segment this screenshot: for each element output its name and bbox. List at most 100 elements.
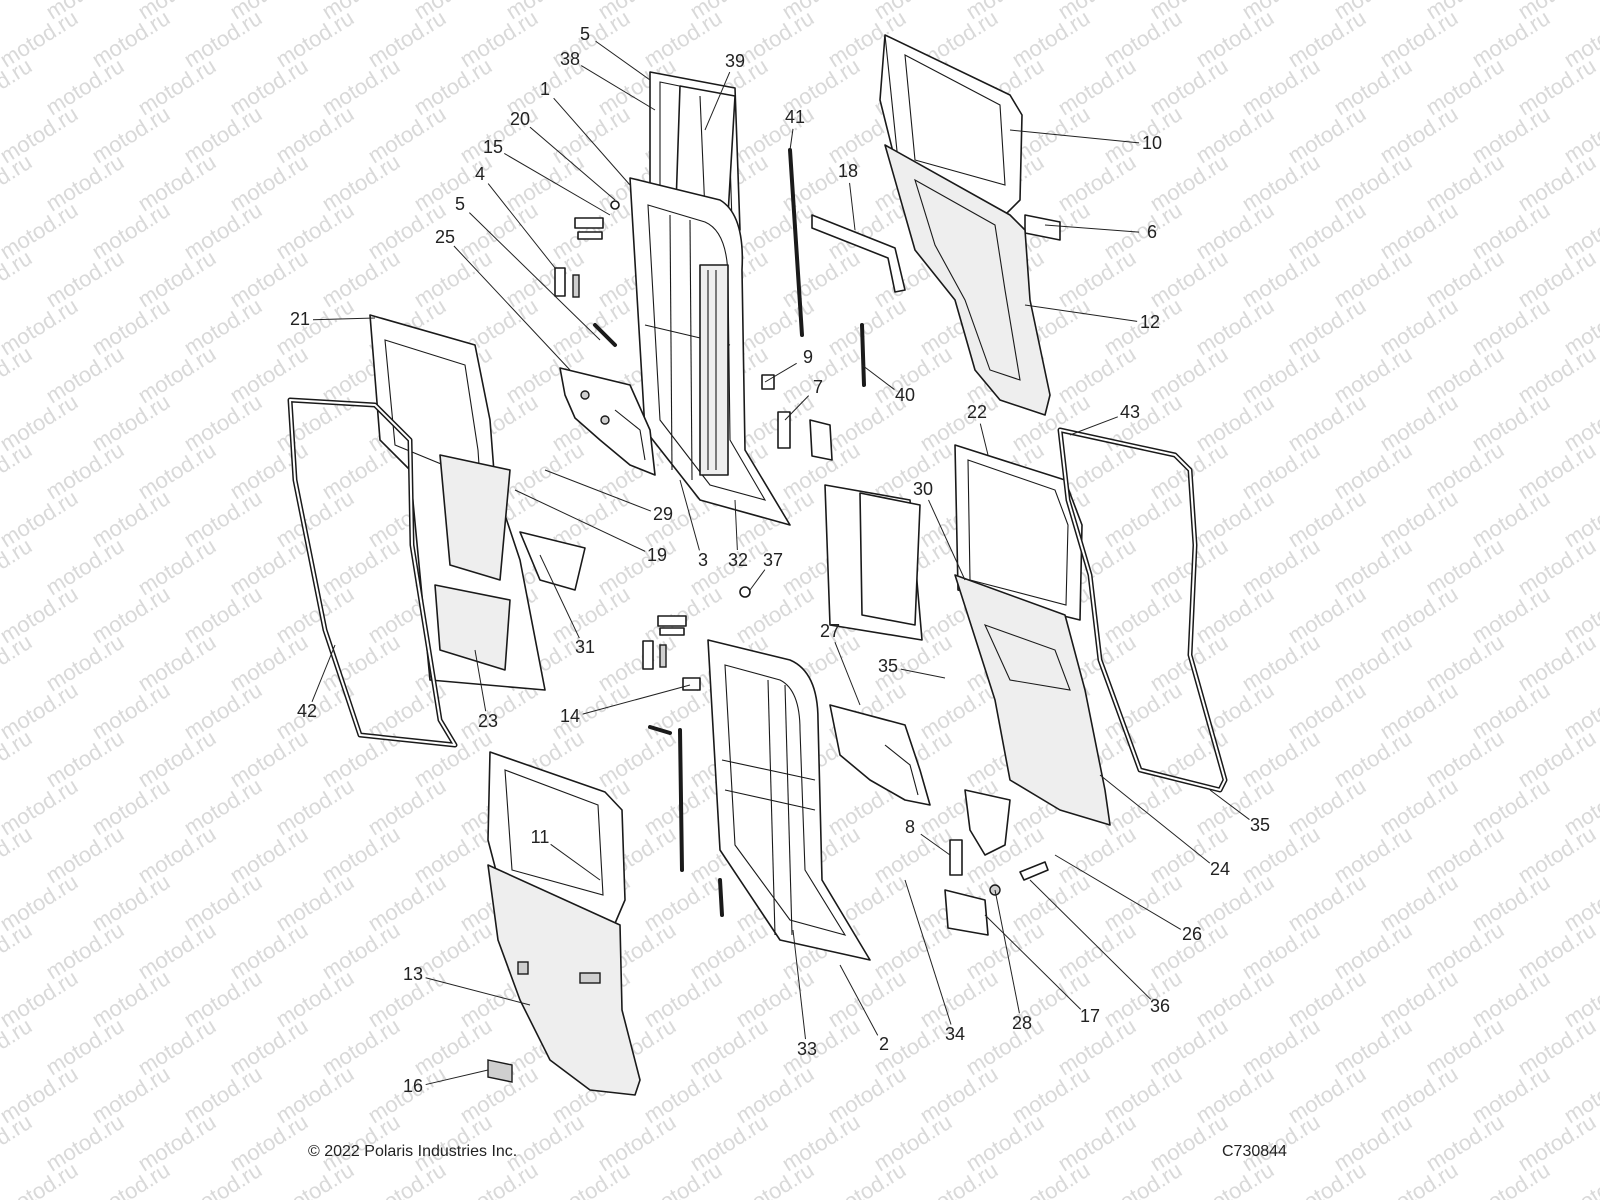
callout-3: 3: [698, 550, 708, 570]
callout-leader: [582, 684, 691, 715]
watermark-text: motod.ru: [1099, 1157, 1186, 1200]
callout-1: 1: [540, 79, 550, 99]
callout-leader: [1069, 416, 1118, 436]
callout-leader: [749, 569, 766, 591]
callout-26: 26: [1182, 924, 1202, 944]
watermark-text: motod.ru: [1559, 1157, 1600, 1200]
callout-22: 22: [967, 402, 987, 422]
callout-leader: [904, 879, 952, 1025]
callout-leader: [1024, 304, 1138, 322]
callout-leader: [539, 554, 580, 639]
callout-leader: [979, 423, 989, 456]
watermark-text: motod.ru: [1191, 1157, 1278, 1200]
callout-leader: [487, 183, 556, 269]
callout-leader: [1009, 129, 1140, 144]
callout-leader: [544, 469, 652, 512]
callout-leader: [704, 71, 731, 131]
callout-40: 40: [895, 385, 915, 405]
drawing-number: C730844: [1222, 1143, 1287, 1160]
callout-leader: [792, 929, 806, 1040]
callout-21: 21: [290, 309, 310, 329]
callout-30: 30: [913, 479, 933, 499]
rod-40: [860, 323, 866, 387]
watermark-text: motod.ru: [1375, 1157, 1462, 1200]
switch-16: [487, 1059, 513, 1083]
callout-leader: [595, 40, 651, 81]
callout-14: 14: [560, 706, 580, 726]
callout-35: 35: [1250, 815, 1270, 835]
callout-29: 29: [653, 504, 673, 524]
callout-41: 41: [785, 107, 805, 127]
callout-leader: [920, 833, 951, 856]
watermark-text: motod.ru: [639, 1157, 726, 1200]
callout-27: 27: [820, 621, 840, 641]
callout-leader: [425, 1069, 489, 1086]
watermark-text: motod.ru: [0, 1157, 82, 1200]
watermark-text: motod.ru: [87, 1157, 174, 1200]
callout-7: 7: [813, 377, 823, 397]
watermark-text: motod.ru: [731, 1157, 818, 1200]
callout-leader: [514, 489, 646, 552]
callout-39: 39: [725, 51, 745, 71]
watermark-text: motod.ru: [915, 1157, 1002, 1200]
callout-leader: [311, 644, 336, 703]
watermark-text: motod.ru: [0, 1109, 36, 1176]
callout-leader: [453, 245, 571, 371]
callout-leader: [839, 964, 879, 1036]
callout-leader: [928, 499, 966, 581]
callout-33: 33: [797, 1039, 817, 1059]
callout-32: 32: [728, 550, 748, 570]
storage-pocket-lower: [964, 789, 1011, 856]
door-seal-right: [1057, 427, 1228, 793]
watermark-text: motod.ru: [0, 341, 36, 408]
callout-leader: [1044, 224, 1140, 233]
watermark-text: motod.ru: [0, 533, 36, 600]
watermark-text: motod.ru: [823, 1157, 910, 1200]
handle-parts-lower: [642, 586, 751, 917]
callout-6: 6: [1147, 222, 1157, 242]
callout-5: 5: [580, 24, 590, 44]
latch-parts-upper: [761, 374, 833, 461]
handle-parts-upper: [554, 200, 620, 347]
callout-4: 4: [475, 164, 485, 184]
watermark-text: motod.ru: [0, 725, 36, 792]
callout-leader: [580, 65, 656, 111]
callout-38: 38: [560, 49, 580, 69]
callout-28: 28: [1012, 1013, 1032, 1033]
callout-2: 2: [879, 1034, 889, 1054]
storage-pocket-upper: [519, 531, 586, 591]
window-glass-middle: [824, 484, 923, 641]
callout-leader: [679, 479, 700, 551]
callout-leader: [553, 97, 631, 186]
latch-plate-upper: [559, 367, 656, 476]
callout-leader: [994, 889, 1020, 1014]
callout-leader: [984, 914, 1082, 1010]
callout-5: 5: [455, 194, 465, 214]
rod-41: [788, 148, 804, 337]
callout-leader: [504, 153, 611, 216]
callout-leader: [834, 641, 861, 706]
callout-leader: [529, 126, 616, 201]
watermark-text: motod.ru: [0, 821, 36, 888]
callout-leader: [900, 668, 946, 679]
callout-leader: [1099, 774, 1211, 864]
callout-24: 24: [1210, 859, 1230, 879]
watermark-text: motod.ru: [1007, 1157, 1094, 1200]
latch-plate-lower: [829, 704, 931, 806]
callout-37: 37: [763, 550, 783, 570]
door-panel-left: [369, 314, 546, 691]
callout-36: 36: [1150, 996, 1170, 1016]
callout-leader: [1054, 854, 1182, 930]
callout-16: 16: [403, 1076, 423, 1096]
callout-leader: [550, 843, 601, 881]
watermark-text: motod.ru: [0, 245, 36, 312]
watermark-text: motod.ru: [0, 1013, 36, 1080]
bracket-18: [811, 214, 906, 293]
callout-10: 10: [1142, 133, 1162, 153]
callout-19: 19: [647, 545, 667, 565]
watermark-text: motod.ru: [271, 1157, 358, 1200]
callout-8: 8: [905, 817, 915, 837]
callout-43: 43: [1120, 402, 1140, 422]
watermark-text: motod.ru: [0, 53, 36, 120]
